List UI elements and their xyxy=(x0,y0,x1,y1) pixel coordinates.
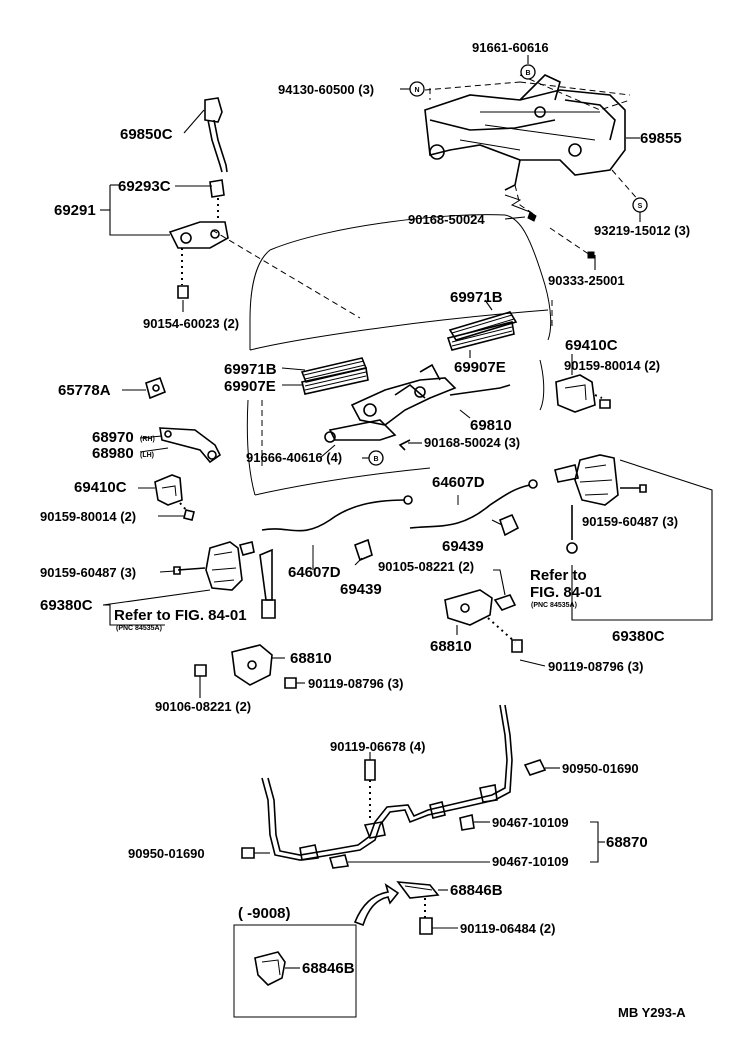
lock-cylinder-69850C xyxy=(204,97,228,173)
label-90159-60487-right: 90159-60487 (3) xyxy=(582,514,678,529)
callout-S: S xyxy=(632,197,648,213)
inset-box xyxy=(233,924,357,1018)
label-90467-10109-top: 90467-10109 xyxy=(492,815,569,830)
label-90159-80014-top: 90159-80014 (2) xyxy=(564,358,660,373)
label-90333-25001: 90333-25001 xyxy=(548,273,625,288)
label-64607D-bottom: 64607D xyxy=(288,564,341,581)
label-90119-06484: 90119-06484 (2) xyxy=(460,921,555,936)
rod-68870 xyxy=(241,704,547,869)
striker-69410C-right xyxy=(555,374,611,413)
bracket-68846B xyxy=(353,881,440,935)
callout-N-text: N xyxy=(414,87,419,94)
label-91661-60616: 91661-60616 xyxy=(472,40,549,55)
label-69293C: 69293C xyxy=(118,178,171,195)
refer-right-line2: FIG. 84-01 xyxy=(530,584,602,601)
label-69439-right: 69439 xyxy=(442,538,484,555)
callout-B-mid: B xyxy=(368,450,384,466)
callout-B-mid-text: B xyxy=(373,456,378,463)
striker-69410C-left xyxy=(154,474,195,521)
callout-S-text: S xyxy=(638,203,643,210)
moulding-left xyxy=(300,357,369,395)
label-68846B-inset: 68846B xyxy=(302,960,355,977)
back-door-panel xyxy=(211,214,553,496)
label-69850C: 69850C xyxy=(120,126,173,143)
label-69410C-left: 69410C xyxy=(74,479,127,496)
label-90168-50024-top: 90168-50024 xyxy=(408,212,485,227)
figure-code: MB Y293-A xyxy=(618,1005,686,1020)
label-69291: 69291 xyxy=(54,202,96,219)
label-91666-40616: 91666-40616 (4) xyxy=(246,450,342,465)
label-90154-60023: 90154-60023 (2) xyxy=(143,316,239,331)
label-69380C-left: 69380C xyxy=(40,597,93,614)
check-68810-right xyxy=(444,589,523,653)
label-68970: 68970 xyxy=(92,429,134,446)
clip-65778A xyxy=(145,376,167,400)
lock-bracket-69291 xyxy=(168,179,229,299)
door-lock-69810 xyxy=(324,363,511,451)
label-90119-08796-right: 90119-08796 (3) xyxy=(548,659,643,674)
label-68980-side: (LH) xyxy=(140,452,154,459)
label-65778A: 65778A xyxy=(58,382,111,399)
refer-right-line1: Refer to xyxy=(530,567,587,584)
label-69410C-top: 69410C xyxy=(565,337,618,354)
refer-right-line3: (PNC 84535A) xyxy=(531,602,577,609)
check-68810-left xyxy=(194,644,297,689)
rod-69439 xyxy=(259,513,520,619)
label-90950-01690-left: 90950-01690 xyxy=(128,846,205,861)
label-90168-50024-mid: 90168-50024 (3) xyxy=(424,435,520,450)
label-90106-08221: 90106-08221 (2) xyxy=(155,699,251,714)
latch-assembly-69855 xyxy=(424,74,641,259)
label-94130-60500: 94130-60500 (3) xyxy=(278,82,374,97)
label-90105-08221: 90105-08221 (2) xyxy=(378,559,474,574)
label-64607D-top: 64607D xyxy=(432,474,485,491)
hinge-69380C-left xyxy=(173,541,255,591)
label-90119-06678: 90119-06678 (4) xyxy=(330,739,425,754)
label-69855: 69855 xyxy=(640,130,682,147)
cable-64607D xyxy=(261,479,538,565)
refer-left-line1: Refer to FIG. 84-01 xyxy=(114,607,247,624)
hinge-69380C-right xyxy=(554,454,647,554)
label-90159-80014-left: 90159-80014 (2) xyxy=(40,509,136,524)
label-69907E-left: 69907E xyxy=(224,378,276,395)
label-68810-right: 68810 xyxy=(430,638,472,655)
label-69971B-left: 69971B xyxy=(224,361,277,378)
label-90950-01690-right: 90950-01690 xyxy=(562,761,639,776)
label-inset-range: ( -9008) xyxy=(238,905,291,922)
label-68980: 68980 xyxy=(92,445,134,462)
refer-left-line2: (PNC 84535A) xyxy=(116,625,162,632)
link-68970 xyxy=(159,427,222,464)
label-69907E-right: 69907E xyxy=(454,359,506,376)
label-68810-left: 68810 xyxy=(290,650,332,667)
label-90119-08796-left: 90119-08796 (3) xyxy=(308,676,403,691)
label-68970-side: (RH) xyxy=(140,436,155,443)
callout-B-top: B xyxy=(520,64,536,80)
leader-lines xyxy=(100,55,713,969)
label-68870: 68870 xyxy=(606,834,648,851)
callout-B-top-text: B xyxy=(525,70,530,77)
callout-N: N xyxy=(409,81,425,97)
part-labels: 91661-60616 94130-60500 (3) 69850C 69855… xyxy=(40,40,690,1020)
label-69971B-right: 69971B xyxy=(450,289,503,306)
label-90467-10109-bottom: 90467-10109 xyxy=(492,854,569,869)
label-90159-60487-left: 90159-60487 (3) xyxy=(40,565,136,580)
moulding-right xyxy=(446,311,518,351)
label-93219-15012: 93219-15012 (3) xyxy=(594,223,690,238)
label-69810: 69810 xyxy=(470,417,512,434)
label-69439-left: 69439 xyxy=(340,581,382,598)
label-68846B-top: 68846B xyxy=(450,882,503,899)
label-69380C-right: 69380C xyxy=(612,628,665,645)
